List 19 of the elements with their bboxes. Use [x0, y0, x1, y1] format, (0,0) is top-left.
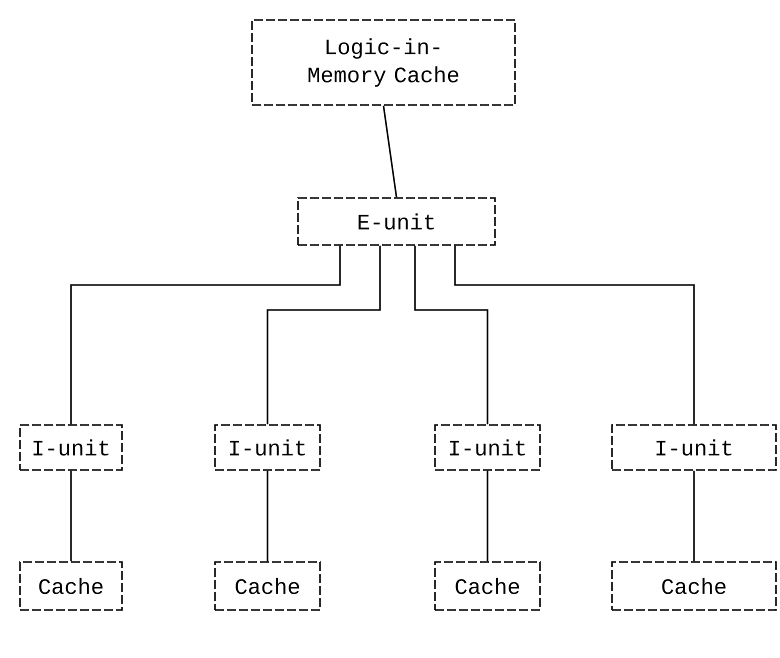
connector-line [486, 470, 488, 562]
cache-box: Logic-in-Memory Cache [251, 19, 516, 106]
connector-line [414, 246, 488, 424]
connector-line [70, 246, 341, 424]
unit-box: I-unit [214, 424, 321, 471]
connector-line [266, 246, 381, 424]
unit-box: I-unit [434, 424, 541, 471]
unit-box: I-unit [611, 424, 777, 471]
unit-box: E-unit [297, 197, 496, 246]
connector-line [70, 470, 72, 562]
unit-box: I-unit [19, 424, 123, 471]
connector-line [693, 470, 695, 562]
cache-box: Cache [19, 561, 123, 611]
connector-line [266, 470, 268, 562]
connector-line [382, 106, 398, 198]
cache-box: Cache [611, 561, 777, 611]
cache-box: Cache [214, 561, 321, 611]
cache-box: Cache [434, 561, 541, 611]
connector-line [454, 246, 695, 424]
